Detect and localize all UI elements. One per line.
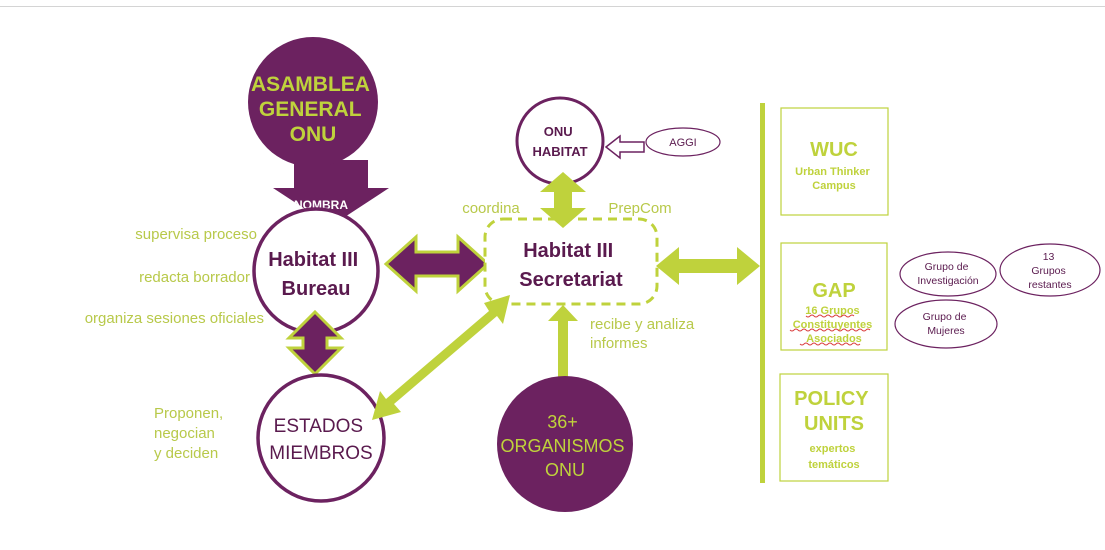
group-investigacion: Grupo de Investigación [899, 251, 997, 297]
nombra-arrow [273, 160, 389, 226]
group-restantes-label: 13 Grupos restantes [1028, 251, 1071, 291]
bureau-label: Habitat III Bureau [268, 249, 364, 300]
group-mujeres-label: Grupo de Mujeres [923, 311, 970, 337]
supervisa-label: supervisa proceso [135, 226, 257, 243]
coordina-label: coordina [462, 200, 520, 217]
gap-title: GAP [812, 280, 855, 302]
wuc-title: WUC [810, 139, 858, 161]
secretariat-node: Habitat III Secretariat [483, 217, 659, 306]
asamblea-node: ASAMBLEA GENERAL ONU NOMBRA [248, 37, 389, 226]
asamblea-label: ASAMBLEA GENERAL ONU [251, 73, 375, 146]
estados-label: ESTADOS MIEMBROS [269, 416, 372, 464]
onu-habitat-node: ONU HABITAT [515, 96, 605, 186]
secretariat-estados-arrow [372, 295, 510, 420]
onu-habitat-circle [515, 96, 605, 186]
organismos-circle [497, 376, 633, 512]
secretariat-panels-arrow [656, 247, 760, 285]
habitat-secretariat-arrow [540, 172, 586, 228]
organismos-node: 36+ ORGANISMOS ONU [497, 376, 633, 512]
organiza-label: organiza sesiones oficiales [85, 310, 264, 327]
gap-spellcheck-underline [789, 314, 871, 346]
bureau-labels: supervisa proceso redacta borrador organ… [85, 226, 264, 327]
panels-divider-bar [760, 103, 765, 483]
prepcom-label: PrepCom [608, 200, 671, 217]
aggi-label: AGGI [669, 137, 697, 149]
redacta-label: redacta borrador [139, 269, 250, 286]
asamblea-circle [248, 37, 378, 167]
gap-panel: GAP 16 Grupos Constituyentes Asociados [780, 242, 888, 351]
aggi-ellipse [645, 127, 721, 157]
top-divider [0, 6, 1105, 7]
proponen-label: Proponen, negocian y deciden [154, 405, 227, 462]
recibe-label: recibe y analiza informes [590, 316, 698, 352]
wuc-panel: WUC Urban Thinker Campus [780, 107, 889, 216]
group-mujeres: Grupo de Mujeres [894, 299, 998, 349]
policy-title: POLICY UNITS [794, 388, 874, 435]
policy-subtitle: expertos temáticos [808, 443, 859, 471]
group-restantes: 13 Grupos restantes [999, 243, 1101, 297]
secretariat-label: Habitat III Secretariat [519, 240, 623, 291]
secretariat-organismos-arrow [548, 305, 578, 394]
organismos-label: 36+ ORGANISMOS ONU [500, 412, 629, 480]
group-investigacion-label: Grupo de Investigación [917, 261, 978, 287]
aggi-arrow [604, 134, 645, 160]
bureau-secretariat-arrow [383, 233, 491, 295]
onu-habitat-label: ONU HABITAT [532, 124, 587, 159]
estados-node: ESTADOS MIEMBROS [256, 373, 386, 503]
wuc-subtitle: Urban Thinker Campus [795, 166, 873, 192]
estados-circle [256, 373, 386, 503]
policy-panel: POLICY UNITS expertos temáticos [779, 373, 889, 482]
aggi-node: AGGI [645, 127, 721, 157]
gap-subtitle: 16 Grupos Constituyentes Asociados [793, 305, 876, 345]
